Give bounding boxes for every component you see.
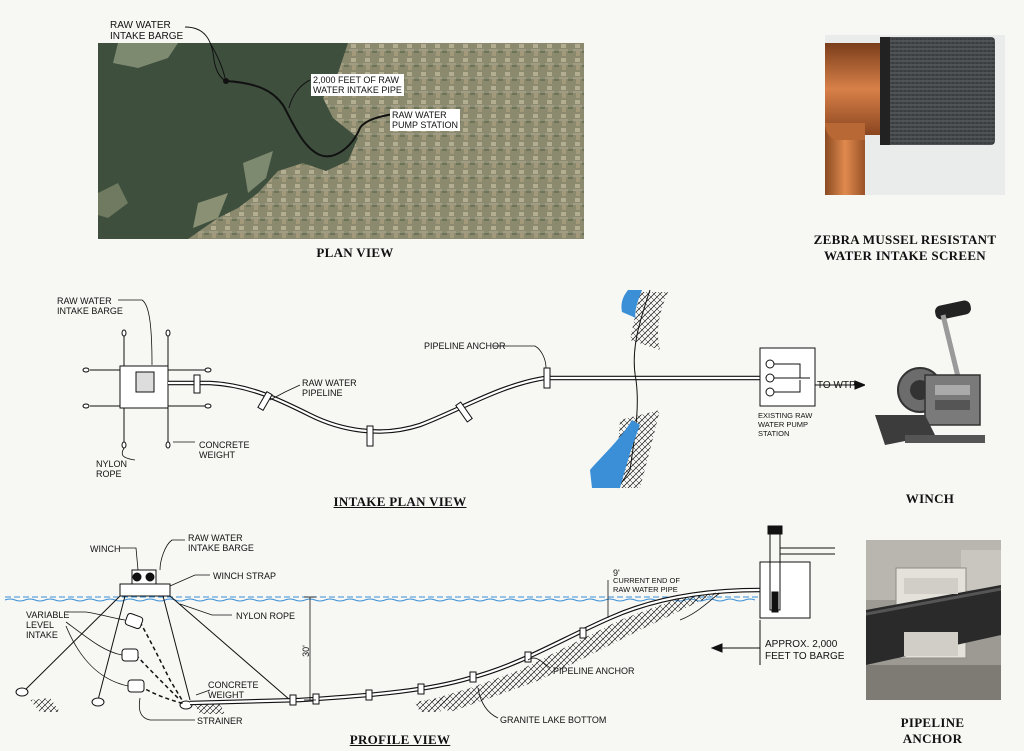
profile-winch-label: WINCH bbox=[90, 544, 121, 554]
profile-depth-label: 30' bbox=[300, 645, 311, 657]
depth-dimension bbox=[304, 580, 609, 701]
existing-pump-station-plan bbox=[759, 347, 867, 407]
intake-plan-weight-label: CONCRETE WEIGHT bbox=[199, 440, 250, 460]
profile-lake-bottom-label: GRANITE LAKE BOTTOM bbox=[500, 715, 607, 725]
intake-plan-barge-label: RAW WATER INTAKE BARGE bbox=[57, 296, 123, 316]
granite-lake-bottom bbox=[430, 592, 720, 712]
plan-view-aerial-photo: 2,000 FEET OF RAW WATER INTAKE PIPE RAW … bbox=[98, 43, 584, 239]
intake-screen-title: ZEBRA MUSSEL RESISTANT WATER INTAKE SCRE… bbox=[813, 232, 997, 263]
profile-weight-label: CONCRETE WEIGHT bbox=[208, 680, 259, 700]
pipeline-anchor-photo bbox=[866, 540, 1001, 700]
intake-barge-profile bbox=[119, 569, 171, 597]
profile-end-depth-label: 9' bbox=[613, 568, 620, 578]
intake-plan-anchor-label: PIPELINE ANCHOR bbox=[424, 341, 506, 351]
profile-nylon-rope-label: NYLON ROPE bbox=[236, 611, 296, 621]
profile-barge-label: RAW WATER INTAKE BARGE bbox=[188, 533, 254, 553]
profile-view-title: PROFILE VIEW bbox=[349, 732, 451, 747]
profile-variable-intake-label: VARIABLE LEVEL INTAKE bbox=[26, 610, 70, 640]
pipeline-anchors-profile bbox=[289, 627, 587, 706]
plan-view-title: PLAN VIEW bbox=[316, 245, 394, 260]
pump-station-profile bbox=[759, 525, 835, 619]
intake-plan-pipeline-label: RAW WATER PIPELINE bbox=[302, 378, 357, 398]
variable-level-intakes bbox=[121, 612, 186, 705]
winch-image bbox=[865, 295, 1000, 455]
aerial-label-pump-station: RAW WATER PUMP STATION bbox=[390, 109, 461, 131]
to-wtp-label: TO WTP bbox=[817, 380, 856, 391]
distance-indicator bbox=[710, 620, 761, 665]
pipeline-anchor-title: PIPELINE ANCHOR bbox=[900, 715, 965, 746]
aerial-label-pipe: 2,000 FEET OF RAW WATER INTAKE PIPE bbox=[311, 74, 404, 96]
profile-strainer-label: STRAINER bbox=[197, 716, 243, 726]
winch-photo bbox=[865, 295, 1000, 455]
intake-pipe-route bbox=[225, 80, 399, 158]
profile-strap-label: WINCH STRAP bbox=[213, 571, 276, 581]
intake-plan-rope-label: NYLON ROPE bbox=[96, 459, 128, 479]
winch-title: WINCH bbox=[905, 491, 955, 506]
intake-screen-photo bbox=[825, 35, 1005, 195]
pipeline-anchor-image bbox=[866, 540, 1001, 700]
profile-anchor-label: PIPELINE ANCHOR bbox=[553, 666, 635, 676]
pipeline-anchors-plan bbox=[193, 367, 551, 447]
mooring-ropes bbox=[24, 595, 291, 701]
intake-plan-view-title: INTAKE PLAN VIEW bbox=[333, 494, 467, 509]
pump-station-label: EXISTING RAW WATER PUMP STATION bbox=[758, 411, 813, 438]
plan-view-barge-label: RAW WATER INTAKE BARGE bbox=[110, 20, 184, 42]
intake-barge-plan bbox=[90, 336, 205, 442]
intake-screen-image bbox=[825, 37, 995, 195]
profile-distance-label: APPROX. 2,000 FEET TO BARGE bbox=[765, 639, 845, 662]
profile-current-end-label: CURRENT END OF RAW WATER PIPE bbox=[613, 576, 680, 594]
